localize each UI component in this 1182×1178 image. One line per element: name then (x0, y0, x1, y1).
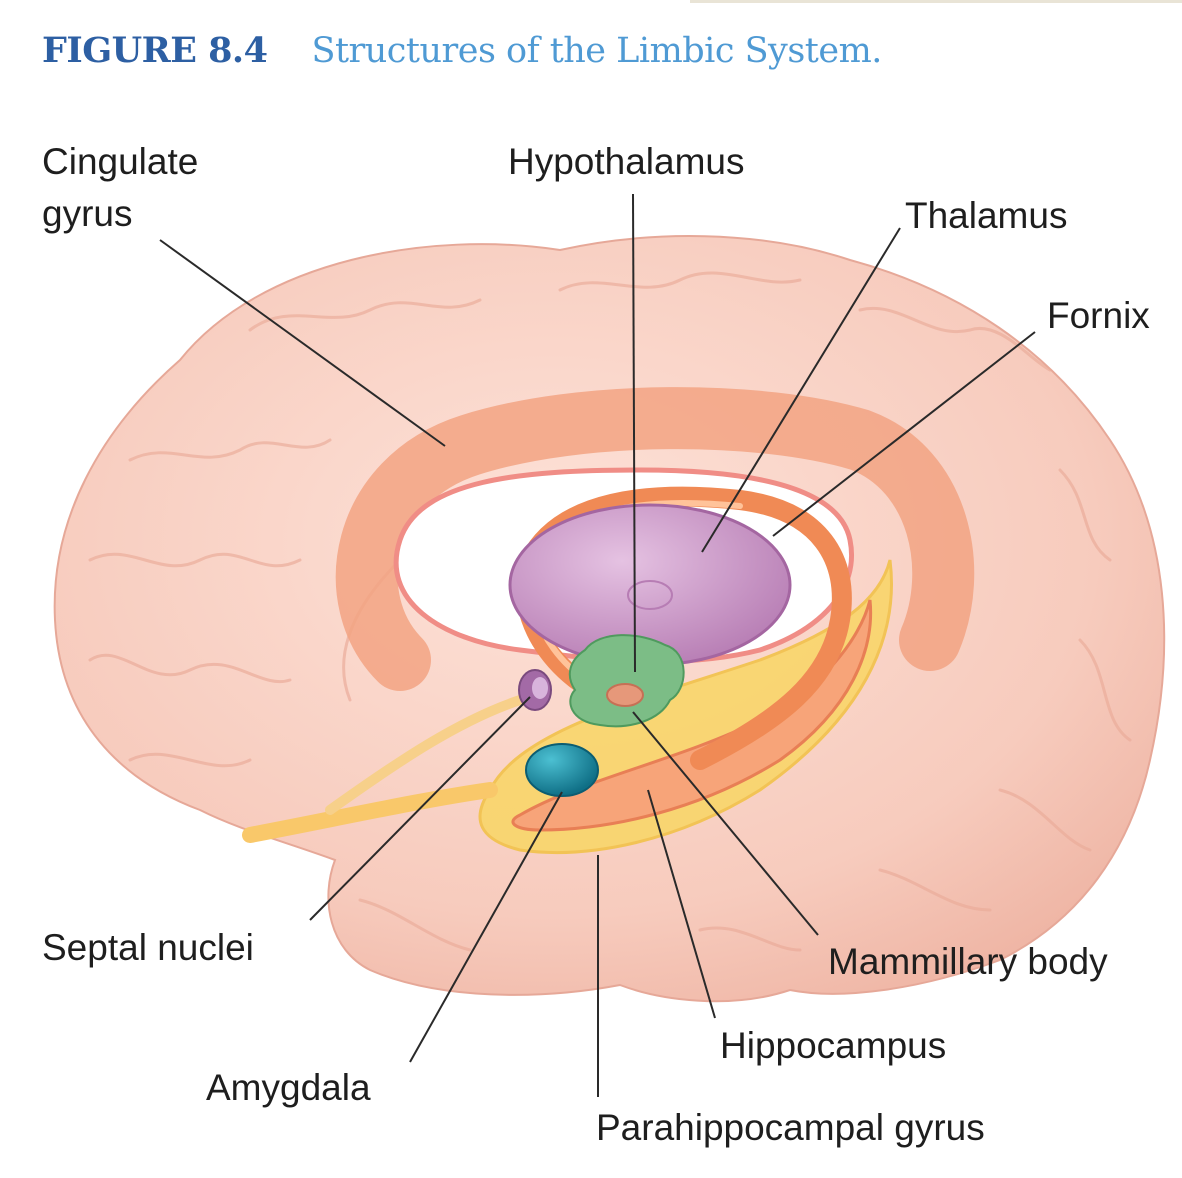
leader-cingulate (159, 239, 446, 447)
thalamus-inner-mark (627, 580, 673, 610)
label-amygdala: Amygdala (206, 1067, 371, 1108)
mammillary-body-shape (606, 683, 644, 707)
septal-nuclei-highlight (532, 677, 548, 699)
label-cingulate-line1: Cingulate (42, 141, 199, 182)
leader-mammillary (632, 711, 819, 936)
label-septal-nuclei: Septal nuclei (42, 927, 254, 968)
hypothalamus-shape (568, 634, 685, 728)
label-mammillary-body: Mammillary body (828, 941, 1108, 982)
leader-hippocampus (647, 789, 716, 1019)
label-fornix: Fornix (1047, 295, 1150, 336)
figure-number: FIGURE 8.4 (42, 30, 268, 71)
label-cingulate-line2: gyrus (42, 193, 133, 234)
label-parahippocampal-gyrus: Parahippocampal gyrus (596, 1107, 985, 1148)
top-rule (690, 0, 1182, 3)
label-hypothalamus: Hypothalamus (508, 141, 745, 182)
amygdala-shape (525, 743, 599, 797)
leader-septal (309, 696, 531, 921)
olfactory-tract-upper (325, 695, 525, 815)
leader-lines (159, 193, 1036, 1097)
olfactory-tract (242, 782, 498, 843)
leader-thalamus (701, 227, 901, 553)
leader-fornix (772, 331, 1036, 537)
label-cingulate-gyrus: Cingulate gyrus (42, 136, 198, 240)
leader-amygdala (409, 791, 563, 1063)
gyri-texture (88, 271, 1132, 952)
label-thalamus: Thalamus (905, 195, 1068, 236)
cingulate-gyrus-shape (335, 387, 975, 691)
figure-title: FIGURE 8.4 Structures of the Limbic Syste… (42, 30, 882, 71)
label-hippocampus: Hippocampus (720, 1025, 947, 1066)
figure-caption: Structures of the Limbic System. (311, 31, 882, 71)
leader-hypothalamus (632, 193, 636, 673)
